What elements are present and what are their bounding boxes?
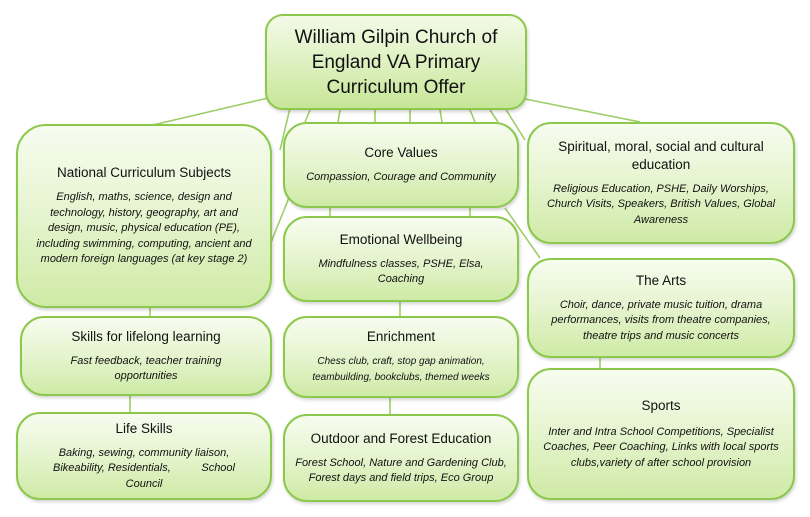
the-arts-box: The Arts Choir, dance, private music tui… (527, 258, 795, 358)
box-title: Life Skills (115, 420, 173, 436)
emotional-wellbeing-box: Emotional Wellbeing Mindfulness classes,… (283, 216, 519, 302)
box-title: Spiritual, moral, social and cultural ed… (558, 138, 764, 172)
outdoor-forest-education-box: Outdoor and Forest Education Forest Scho… (283, 414, 519, 502)
box-description: Fast feedback, teacher training opportun… (70, 354, 222, 383)
connector (304, 109, 311, 123)
smsc-box: Spiritual, moral, social and cultural ed… (527, 122, 795, 244)
box-title: Outdoor and Forest Education (310, 430, 492, 446)
box-description: Inter and Intra School Competitions, Spe… (543, 425, 779, 469)
box-description: Forest School, Nature and Gardening Club… (295, 456, 507, 485)
box-description: Baking, sewing, community liaison, Bikea… (53, 446, 239, 490)
sports-box: Sports Inter and Intra School Competitio… (527, 368, 795, 500)
box-title: Sports (641, 397, 681, 413)
box-title: Enrichment (366, 329, 436, 344)
box-description: English, maths, science, design and tech… (36, 191, 252, 266)
main-title-line-1: William Gilpin Church of (294, 26, 498, 48)
box-title: Skills for lifelong learning (71, 328, 221, 344)
box-description: Mindfulness classes, PSHE, Elsa, Coachin… (318, 257, 484, 286)
connector (439, 109, 443, 123)
box-title: Emotional Wellbeing (339, 231, 463, 247)
box-description: Compassion, Courage and Community (306, 171, 496, 184)
main-title-line-3: Curriculum Offer (326, 76, 466, 98)
enrichment-box: Enrichment Chess club, craft, stop gap a… (283, 316, 519, 398)
connector (469, 109, 476, 123)
box-description: Chess club, craft, stop gap animation, t… (312, 356, 490, 383)
skills-lifelong-learning-box: Skills for lifelong learning Fast feedba… (20, 316, 272, 396)
connector (504, 207, 541, 259)
box-description: Religious Education, PSHE, Daily Worship… (546, 182, 776, 226)
connector (489, 109, 499, 123)
box-title: The Arts (635, 272, 687, 288)
connector (337, 109, 341, 123)
connector (504, 107, 526, 141)
life-skills-box: Life Skills Baking, sewing, community li… (16, 412, 272, 500)
box-title: National Curriculum Subjects (56, 165, 232, 181)
national-curriculum-box: National Curriculum Subjects English, ma… (16, 124, 272, 308)
box-title: Core Values (364, 145, 438, 161)
main-title-line-2: England VA Primary (311, 51, 481, 73)
main-title-box: William Gilpin Church of England VA Prim… (265, 14, 527, 110)
connector (519, 97, 641, 123)
connector (139, 97, 269, 129)
core-values-box: Core Values Compassion, Courage and Comm… (283, 122, 519, 208)
box-description: Choir, dance, private music tuition, dra… (551, 298, 771, 342)
connector (279, 107, 291, 151)
